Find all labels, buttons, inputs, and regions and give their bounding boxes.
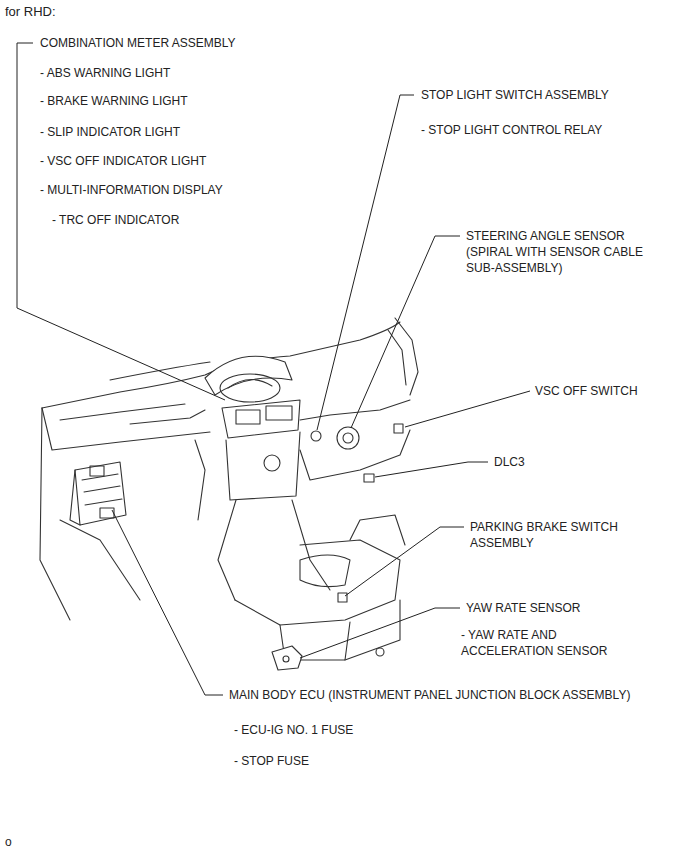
part-label: - VSC OFF INDICATOR LIGHT bbox=[40, 153, 206, 169]
part-label: YAW RATE SENSOR bbox=[466, 600, 580, 616]
part-label: VSC OFF SWITCH bbox=[535, 383, 638, 399]
part-label: - YAW RATE AND ACCELERATION SENSOR bbox=[461, 627, 633, 659]
part-label: DLC3 bbox=[494, 454, 525, 470]
part-label: PARKING BRAKE SWITCH ASSEMBLY bbox=[470, 519, 638, 551]
part-label: - STOP LIGHT CONTROL RELAY bbox=[421, 122, 602, 138]
part-label: STEERING ANGLE SENSOR (SPIRAL WITH SENSO… bbox=[466, 228, 644, 276]
part-label: - BRAKE WARNING LIGHT bbox=[40, 93, 188, 109]
part-label: STOP LIGHT SWITCH ASSEMBLY bbox=[421, 87, 609, 103]
part-label: - STOP FUSE bbox=[234, 753, 309, 769]
part-label: - ECU-IG NO. 1 FUSE bbox=[234, 722, 353, 738]
part-label: - MULTI-INFORMATION DISPLAY bbox=[40, 182, 223, 198]
page-heading: for RHD: bbox=[5, 4, 56, 20]
part-label: MAIN BODY ECU (INSTRUMENT PANEL JUNCTION… bbox=[229, 687, 630, 703]
page-mark: o bbox=[5, 834, 12, 850]
part-label: - ABS WARNING LIGHT bbox=[40, 65, 170, 81]
part-label: - TRC OFF INDICATOR bbox=[52, 212, 179, 228]
part-label: - SLIP INDICATOR LIGHT bbox=[40, 124, 180, 140]
part-label: COMBINATION METER ASSEMBLY bbox=[40, 35, 236, 51]
